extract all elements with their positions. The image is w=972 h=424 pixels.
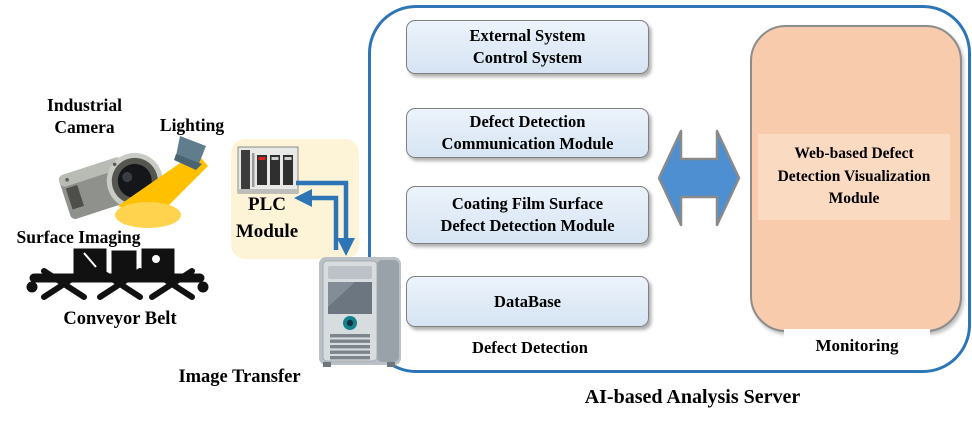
surface-imaging-label: Surface Imaging bbox=[4, 224, 153, 251]
module-database: DataBase bbox=[406, 276, 649, 327]
monitoring-label: Monitoring bbox=[784, 329, 930, 363]
server-tower-icon bbox=[317, 252, 405, 370]
analysis-server-container bbox=[368, 5, 971, 373]
diagram-title: AI-based Analysis Server bbox=[522, 382, 863, 413]
industrial-camera-label: Industrial Camera bbox=[21, 95, 148, 139]
defect-detection-label: Defect Detection bbox=[456, 334, 604, 362]
module-defect-detection: Coating Film Surface Defect Detection Mo… bbox=[406, 186, 649, 244]
plc-device-icon bbox=[237, 145, 299, 195]
spotlight-icon bbox=[104, 130, 218, 232]
bidirectional-arrow-icon bbox=[657, 127, 741, 229]
plc-module-label: PLC Module bbox=[235, 194, 299, 242]
lighting-label: Lighting bbox=[148, 111, 236, 140]
image-transfer-label: Image Transfer bbox=[166, 356, 313, 398]
industrial-camera-icon bbox=[50, 132, 174, 232]
module-communication: Defect Detection Communication Module bbox=[406, 108, 649, 158]
conveyor-belt-label: Conveyor Belt bbox=[48, 302, 192, 336]
visualization-module-label: Web-based Defect Detection Visualization… bbox=[758, 134, 950, 220]
module-external-system: External System Control System bbox=[406, 20, 649, 74]
conveyor-belt-icon bbox=[22, 247, 212, 301]
